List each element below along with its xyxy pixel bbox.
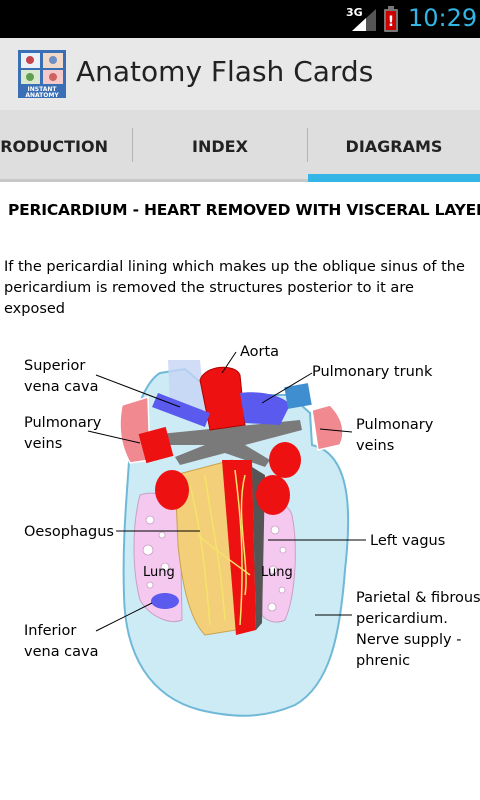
superior-vena-cava-tube <box>168 360 205 410</box>
tab-diagrams[interactable]: DIAGRAMS <box>308 110 480 179</box>
leader-lines <box>87 351 366 632</box>
label-lung-left: Lung <box>143 565 175 580</box>
svg-text:INSTANT: INSTANT <box>28 86 58 93</box>
grey-vessels <box>150 420 302 467</box>
tab-divider <box>132 128 133 162</box>
pericardium-diagram: Superior vena cava Aorta Pulmonary trunk… <box>24 344 480 717</box>
status-bar: 3G ! 10:29 <box>0 0 480 38</box>
red-vessel-3 <box>269 442 301 478</box>
label-pulm-veins-right-2: veins <box>356 438 394 454</box>
battery-alert-mark: ! <box>388 14 394 30</box>
svg-text:ANATOMY: ANATOMY <box>25 92 59 98</box>
action-bar: INSTANT ANATOMY Anatomy Flash Cards <box>0 38 480 110</box>
descending-aorta <box>222 460 256 635</box>
label-parietal-4: phrenic <box>356 653 410 669</box>
lung-right <box>261 503 296 623</box>
tab-index-label: INDEX <box>192 136 248 156</box>
network-type: 3G <box>346 6 363 19</box>
label-left-vagus: Left vagus <box>370 533 445 549</box>
tab-introduction-label: INTRODUCTION <box>0 136 108 156</box>
label-pulm-veins-left-2: veins <box>24 436 62 452</box>
battery-alert-icon: ! <box>384 6 398 32</box>
label-parietal-1: Parietal & fibrous <box>356 590 480 606</box>
pulmonary-veins-right <box>311 404 344 451</box>
label-pulmonary-trunk: Pulmonary trunk <box>312 364 433 380</box>
tab-bar: INTRODUCTION INDEX DIAGRAMS <box>0 110 480 182</box>
label-pulm-veins-right-1: Pulmonary <box>356 417 434 433</box>
label-parietal-3: Nerve supply - <box>356 632 461 648</box>
app-icon[interactable]: INSTANT ANATOMY <box>18 50 66 98</box>
tab-index[interactable]: INDEX <box>133 110 307 179</box>
tab-divider <box>307 128 308 162</box>
page-title: PERICARDIUM - HEART REMOVED WITH VISCERA… <box>8 201 480 219</box>
red-vessel-1 <box>155 470 189 510</box>
label-superior-1: Superior <box>24 358 85 374</box>
pulmonary-veins-left-red <box>138 426 174 464</box>
signal-icon <box>352 9 376 31</box>
app-title: Anatomy Flash Cards <box>76 55 374 88</box>
label-aorta: Aorta <box>240 344 279 360</box>
label-inferior-1: Inferior <box>24 623 76 639</box>
pulmonary-trunk <box>240 392 290 425</box>
oesophagus <box>174 459 237 636</box>
label-superior-2: vena cava <box>24 379 99 395</box>
label-oesophagus: Oesophagus <box>24 524 114 540</box>
tab-diagrams-label: DIAGRAMS <box>345 136 443 156</box>
label-lung-right: Lung <box>261 565 293 580</box>
red-vessel-2 <box>256 475 290 515</box>
tab-introduction[interactable]: INTRODUCTION <box>0 110 132 179</box>
label-parietal-2: pericardium. <box>356 611 448 627</box>
inferior-vena-cava <box>151 593 179 609</box>
vagus-nerves <box>189 469 251 626</box>
selected-tab-indicator <box>308 174 480 182</box>
label-inferior-2: vena cava <box>24 644 99 660</box>
page-description: If the pericardial lining which makes up… <box>4 259 465 317</box>
status-time: 10:29 <box>408 4 478 32</box>
pulmonary-trunk-branch <box>284 383 312 409</box>
label-pulm-veins-left-1: Pulmonary <box>24 415 102 431</box>
